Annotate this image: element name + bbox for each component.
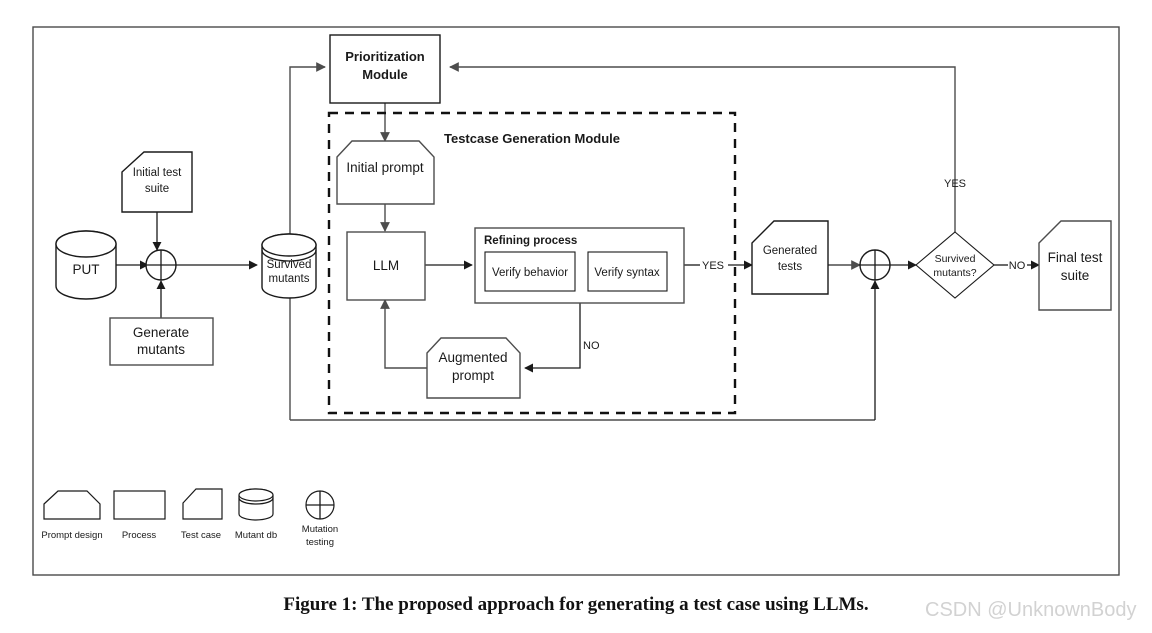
node-final-test-suite: Final test suite xyxy=(1038,220,1112,311)
node-label-llm: LLM xyxy=(373,258,399,273)
edge-decision-yes-to-prioritization-module xyxy=(449,62,956,232)
legend-item-process: Process xyxy=(113,490,166,541)
node-label-survived-mutants-decision-line2: mutants? xyxy=(933,267,976,279)
node-label-final-test-suite-line2: suite xyxy=(1061,268,1090,283)
legend-label-mutation-testing-line2: testing xyxy=(306,537,334,548)
edge-feedback-to-prioritization-module xyxy=(289,62,326,420)
node-survived-mutants-db: Survived mutants xyxy=(261,233,317,299)
node-label-initial-test-suite-line1: Initial test xyxy=(133,167,182,179)
legend-label-mutant-db: Mutant db xyxy=(235,530,277,541)
node-put: PUT xyxy=(55,230,117,300)
node-label-survived-mutants-decision-line1: Survived xyxy=(935,253,976,265)
edge-label-refining-yes: YES xyxy=(702,260,724,272)
node-label-augmented-prompt-line1: Augmented xyxy=(438,350,507,365)
node-label-initial-prompt: Initial prompt xyxy=(346,160,424,175)
node-label-generate-mutants-line1: Generate xyxy=(133,325,189,340)
node-label-final-test-suite-line1: Final test xyxy=(1048,250,1103,265)
node-generated-tests: Generated tests xyxy=(751,220,829,295)
figure-caption: Figure 1: The proposed approach for gene… xyxy=(283,594,869,615)
watermark: CSDN @UnknownBody xyxy=(925,599,1137,621)
node-survived-mutants-decision: Survived mutants? xyxy=(915,231,995,299)
node-verify-syntax: Verify syntax xyxy=(587,251,668,292)
node-mutation-testing-2 xyxy=(859,249,891,281)
node-llm: LLM xyxy=(346,231,426,301)
legend-label-test-case: Test case xyxy=(181,530,221,541)
node-label-verify-syntax: Verify syntax xyxy=(594,267,659,279)
node-label-survived-mutants-line1: Survived xyxy=(267,259,312,271)
edge-label-refining-no: NO xyxy=(583,340,600,352)
node-prioritization-module: Prioritization Module xyxy=(329,34,441,104)
edge-refining-no-to-augmented-prompt xyxy=(524,302,581,373)
legend-item-mutation-testing: Mutation testing xyxy=(302,490,338,548)
node-verify-behavior: Verify behavior xyxy=(484,251,576,292)
edge-label-decision-yes: YES xyxy=(944,178,966,190)
node-label-put: PUT xyxy=(73,262,100,277)
node-label-verify-behavior: Verify behavior xyxy=(492,267,568,279)
node-label-generated-tests-line2: tests xyxy=(778,261,803,273)
node-label-initial-test-suite-line2: suite xyxy=(145,183,169,195)
legend-label-mutation-testing-line1: Mutation xyxy=(302,524,338,535)
legend-item-prompt-design: Prompt design xyxy=(41,490,103,541)
legend-item-mutant-db: Mutant db xyxy=(235,488,277,541)
group-label-testcase-generation-module: Testcase Generation Module xyxy=(444,131,620,146)
legend: Prompt design Process Test case Mutant d… xyxy=(41,488,338,548)
node-augmented-prompt: Augmented prompt xyxy=(426,337,521,399)
node-label-prioritization-module-line2: Module xyxy=(362,67,408,82)
edge-label-decision-no: NO xyxy=(1009,260,1026,272)
legend-label-prompt-design: Prompt design xyxy=(41,530,102,541)
node-label-generated-tests-line1: Generated xyxy=(763,245,817,257)
edge-augmented-prompt-to-llm xyxy=(380,299,427,369)
figure-border xyxy=(32,26,1120,576)
node-label-generate-mutants-line2: mutants xyxy=(137,342,185,357)
node-label-augmented-prompt-line2: prompt xyxy=(452,368,494,383)
node-mutation-testing-1 xyxy=(145,249,177,281)
legend-item-test-case: Test case xyxy=(181,488,223,541)
group-label-refining-process: Refining process xyxy=(484,235,577,247)
node-initial-test-suite: Initial test suite xyxy=(121,151,193,213)
legend-label-process: Process xyxy=(122,530,157,541)
node-label-survived-mutants-line2: mutants xyxy=(269,273,310,285)
node-label-prioritization-module-line1: Prioritization xyxy=(345,49,425,64)
node-generate-mutants: Generate mutants xyxy=(109,317,214,366)
node-initial-prompt: Initial prompt xyxy=(336,140,435,205)
